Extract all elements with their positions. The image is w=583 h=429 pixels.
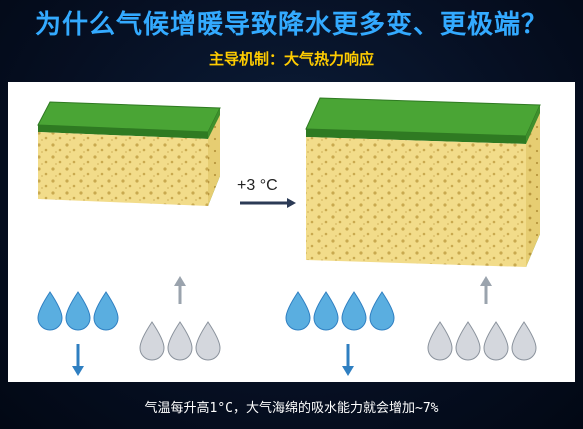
temperature-label: +3 °C <box>237 177 278 194</box>
right-gray-drops <box>427 321 537 361</box>
caption: 气温每升高1°C，大气海绵的吸水能力就会增加~7% <box>144 401 439 416</box>
diagram-panel: +3 °C <box>8 82 575 382</box>
right-blue-drops <box>285 291 395 331</box>
page-subtitle: 主导机制：大气热力响应 <box>208 50 374 68</box>
large-sponge <box>305 97 541 267</box>
sponge-diagram: +3 °C <box>37 97 541 376</box>
right-up-arrow <box>480 276 492 304</box>
left-up-arrow <box>174 276 186 304</box>
right-down-arrow <box>342 344 354 376</box>
warming-arrow: +3 °C <box>237 177 296 208</box>
left-blue-drops <box>37 291 119 331</box>
small-sponge <box>37 101 221 206</box>
left-gray-drops <box>139 321 221 361</box>
page-title: 为什么气候增暖导致降水更多变、更极端？ <box>34 10 548 40</box>
left-down-arrow <box>72 344 84 376</box>
